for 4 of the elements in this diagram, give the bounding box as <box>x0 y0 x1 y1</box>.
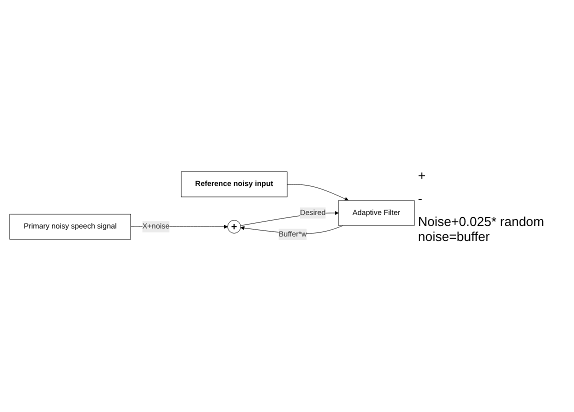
note-label: Noise+0.025* random noise=buffer <box>418 214 546 244</box>
node-circle: + <box>227 220 241 234</box>
note-label: - <box>418 191 424 206</box>
note-label: + <box>418 168 427 183</box>
